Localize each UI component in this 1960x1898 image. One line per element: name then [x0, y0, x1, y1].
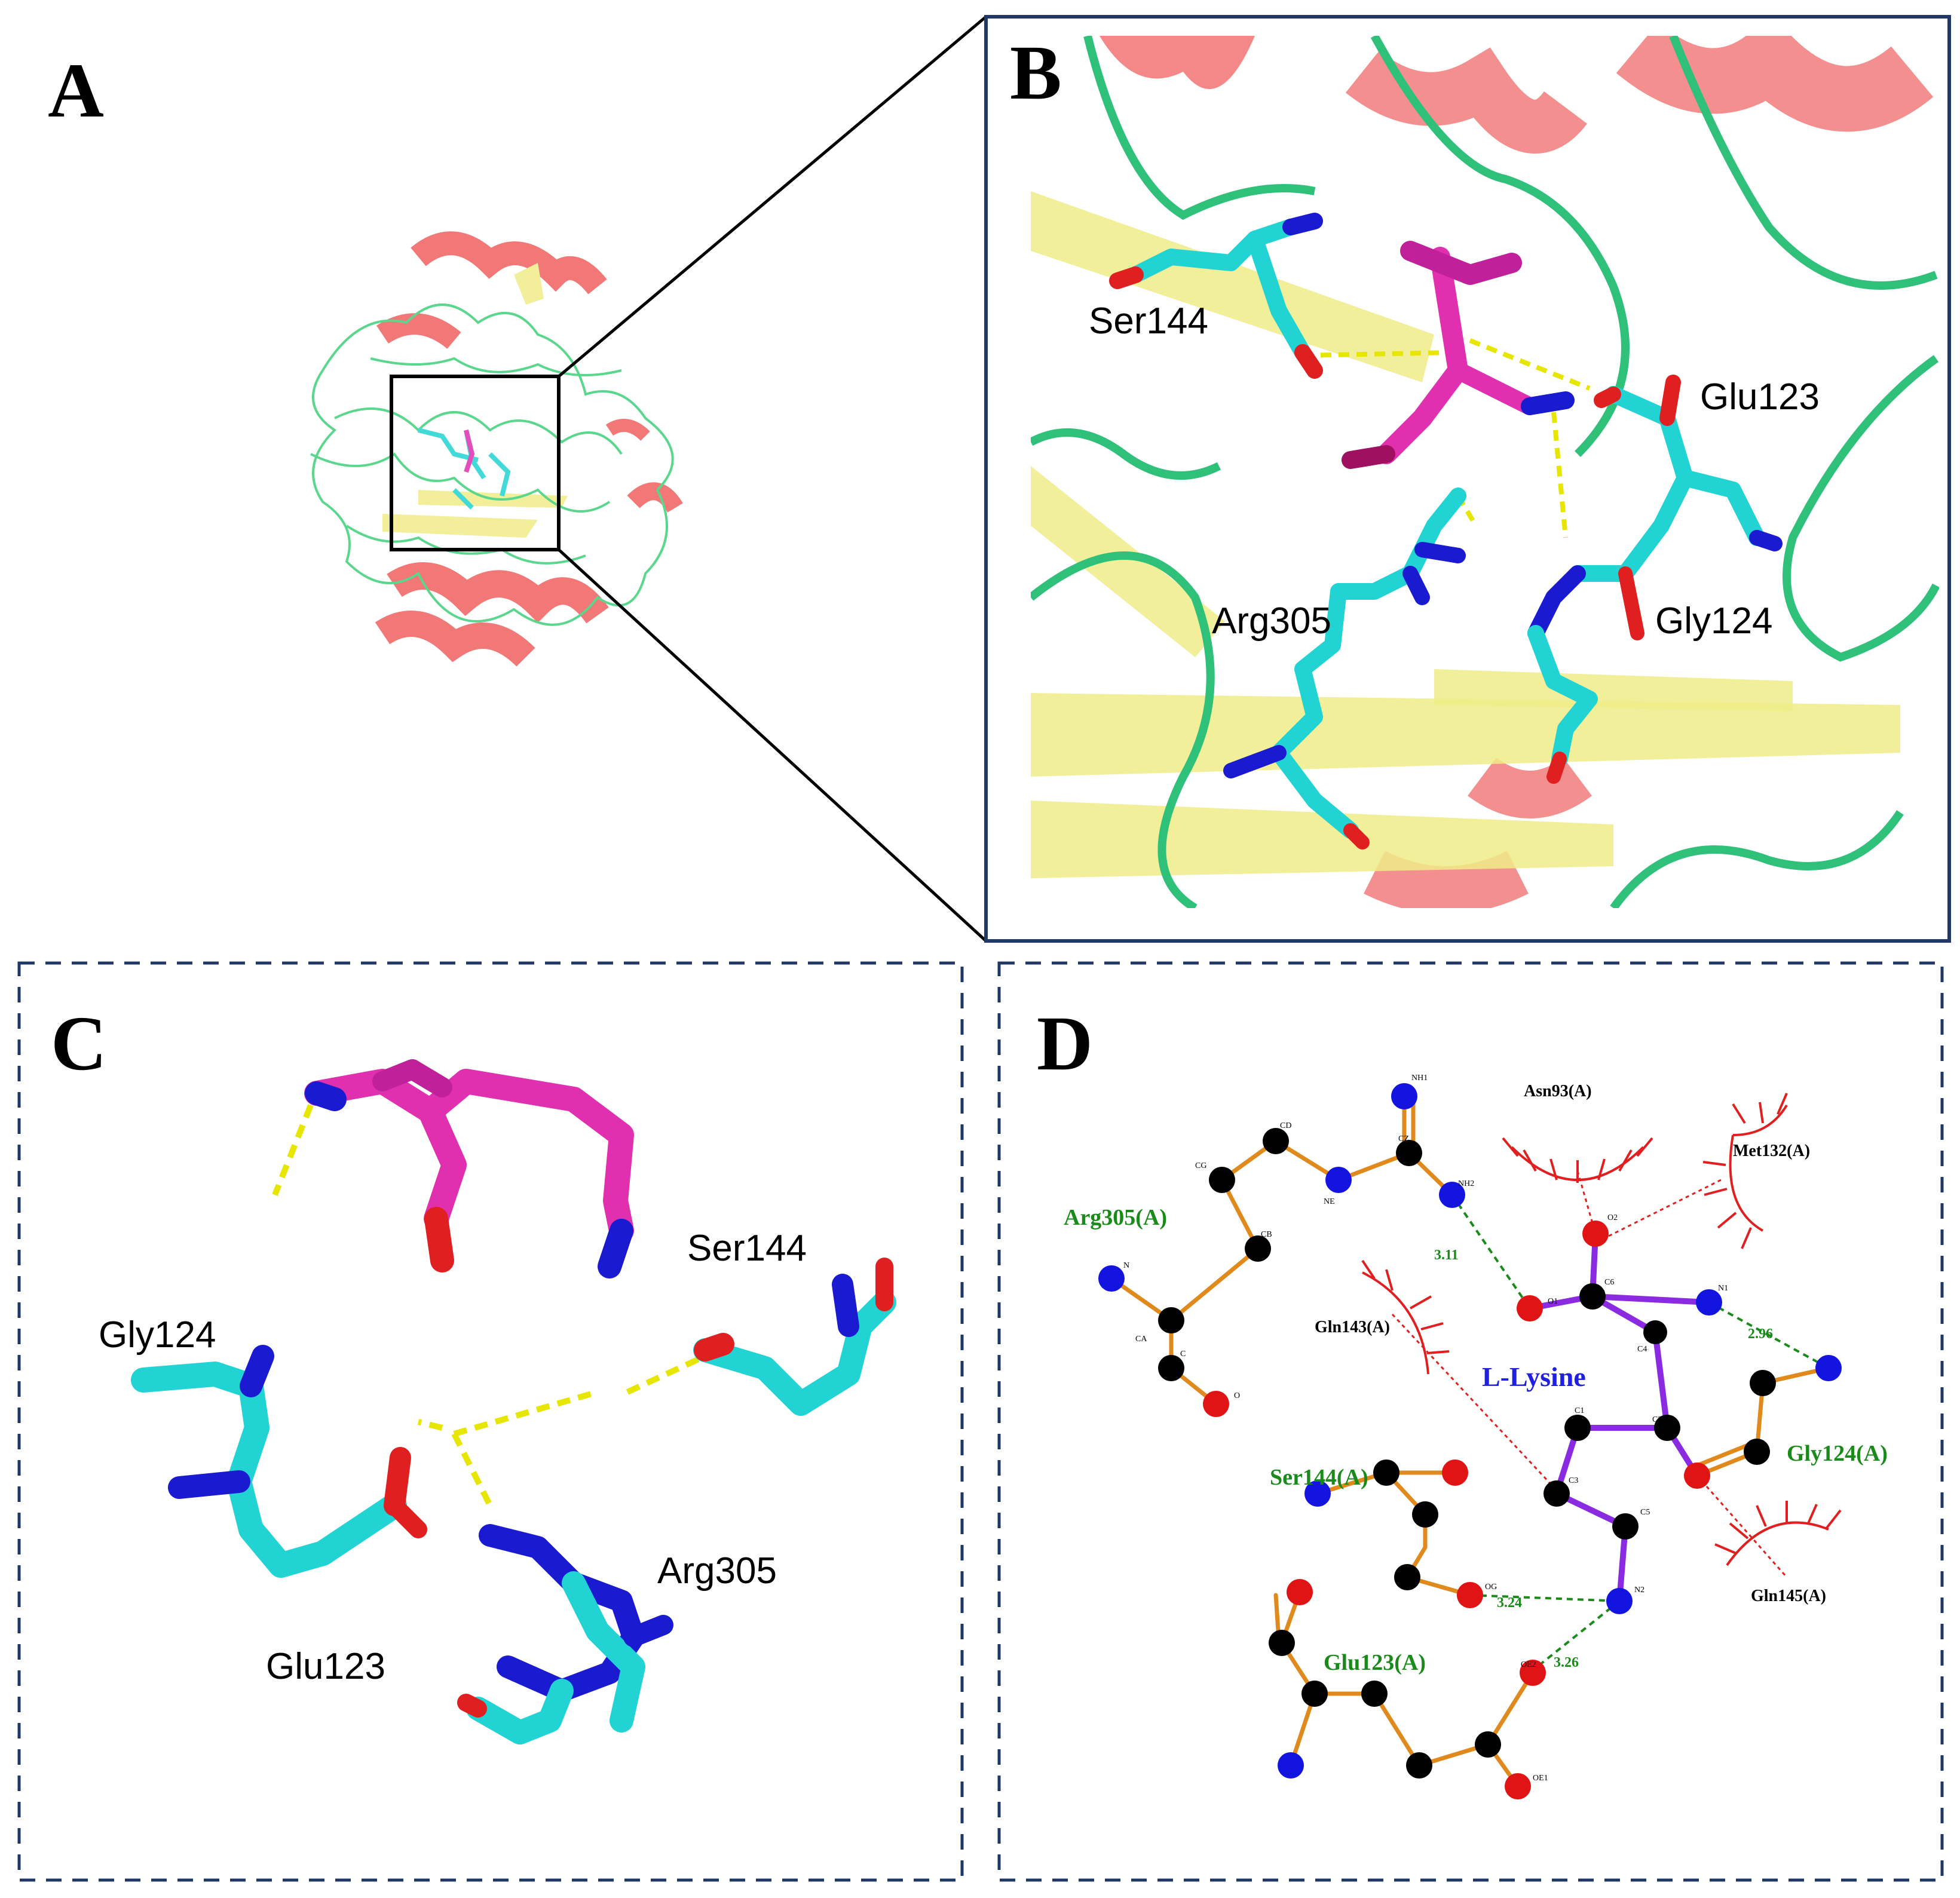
atom-c: C	[1180, 1350, 1186, 1359]
panel-c-hbonds	[272, 1104, 707, 1507]
label-c-arg305: Arg305	[657, 1550, 777, 1592]
panel-c-letter: C	[51, 1001, 107, 1087]
dist-3: 3.24	[1497, 1595, 1522, 1611]
atom-c1: C1	[1575, 1406, 1584, 1415]
label-d-glu123: Glu123(A)	[1324, 1650, 1426, 1675]
hydrophobic-arcs	[1361, 1093, 1842, 1566]
label-b-ser144: Ser144	[1089, 301, 1208, 342]
atom-o1: O1	[1548, 1297, 1558, 1306]
atom-ne: NE	[1324, 1197, 1335, 1206]
label-b-arg305: Arg305	[1212, 600, 1331, 642]
label-d-gln143: Gln143(A)	[1315, 1318, 1390, 1336]
dist-4: 3.26	[1554, 1655, 1579, 1670]
atom-oe1: OE1	[1533, 1774, 1548, 1783]
atom-ca: CA	[1135, 1335, 1147, 1344]
panel-b-letter: B	[1010, 30, 1062, 116]
label-b-gly124: Gly124	[1655, 600, 1772, 642]
gly124-bonds	[1692, 1366, 1831, 1478]
label-d-ser144: Ser144(A)	[1270, 1465, 1368, 1490]
panel-b-frame	[984, 15, 1951, 943]
dist-2: 2.96	[1748, 1326, 1773, 1342]
atom-c5: C5	[1640, 1508, 1650, 1517]
atoms	[1098, 1083, 1842, 1799]
hbond-lines	[1451, 1194, 1829, 1674]
atom-nh2: NH2	[1458, 1179, 1474, 1188]
atom-nh1: NH1	[1411, 1074, 1428, 1083]
atom-labels: NH1 CZ NE NH2 CD CG CB N CA C O O2 O1 C6…	[1123, 1074, 1728, 1783]
label-c-gly124: Gly124	[99, 1314, 216, 1356]
panel-b-render	[1031, 36, 1939, 908]
panel-a: A	[48, 16, 987, 942]
panel-a-letter: A	[48, 48, 104, 134]
atom-n1: N1	[1718, 1284, 1728, 1293]
label-c-ser144: Ser144	[687, 1228, 807, 1269]
zoom-box	[390, 375, 561, 551]
panel-d-letter: D	[1037, 1001, 1093, 1087]
protein-overview	[310, 231, 683, 667]
atom-n: N	[1123, 1261, 1129, 1270]
panel-d: D	[997, 961, 1944, 1882]
label-d-met132: Met132(A)	[1733, 1142, 1810, 1160]
panel-c-frame	[17, 961, 964, 1882]
ligand-bonds	[1527, 1231, 1712, 1604]
label-c-glu123: Glu123	[266, 1646, 385, 1687]
zoom-line-bottom	[558, 548, 987, 942]
atom-c6: C6	[1604, 1278, 1614, 1287]
label-b-glu123: Glu123	[1700, 376, 1820, 418]
label-d-asn93: Asn93(A)	[1524, 1082, 1592, 1100]
atom-cd: CD	[1280, 1121, 1291, 1130]
zoom-line-top	[558, 16, 987, 378]
ligand-name: L-Lysine	[1482, 1362, 1586, 1392]
atom-c4: C4	[1637, 1345, 1647, 1354]
label-d-gln145: Gln145(A)	[1751, 1587, 1826, 1605]
atom-o: O	[1234, 1391, 1240, 1400]
atom-c2: C2	[1652, 1415, 1662, 1424]
panel-b: B Ser144 Glu123 Arg305 Gly124	[984, 15, 1951, 943]
atom-oe2: OE2	[1521, 1660, 1536, 1669]
atom-og: OG	[1485, 1583, 1497, 1592]
dist-1: 3.11	[1434, 1247, 1459, 1263]
atom-cz: CZ	[1398, 1134, 1409, 1143]
panel-c-molecules	[131, 1059, 896, 1744]
atom-n2: N2	[1634, 1586, 1644, 1595]
atom-cb: CB	[1261, 1230, 1272, 1239]
atom-cg: CG	[1195, 1161, 1206, 1170]
panel-c: C	[17, 961, 964, 1882]
atom-c3: C3	[1569, 1476, 1578, 1485]
label-d-gly124: Gly124(A)	[1787, 1441, 1888, 1466]
panel-d-frame	[997, 961, 1944, 1882]
atom-o2: O2	[1607, 1213, 1618, 1222]
label-d-arg305: Arg305(A)	[1064, 1205, 1167, 1230]
